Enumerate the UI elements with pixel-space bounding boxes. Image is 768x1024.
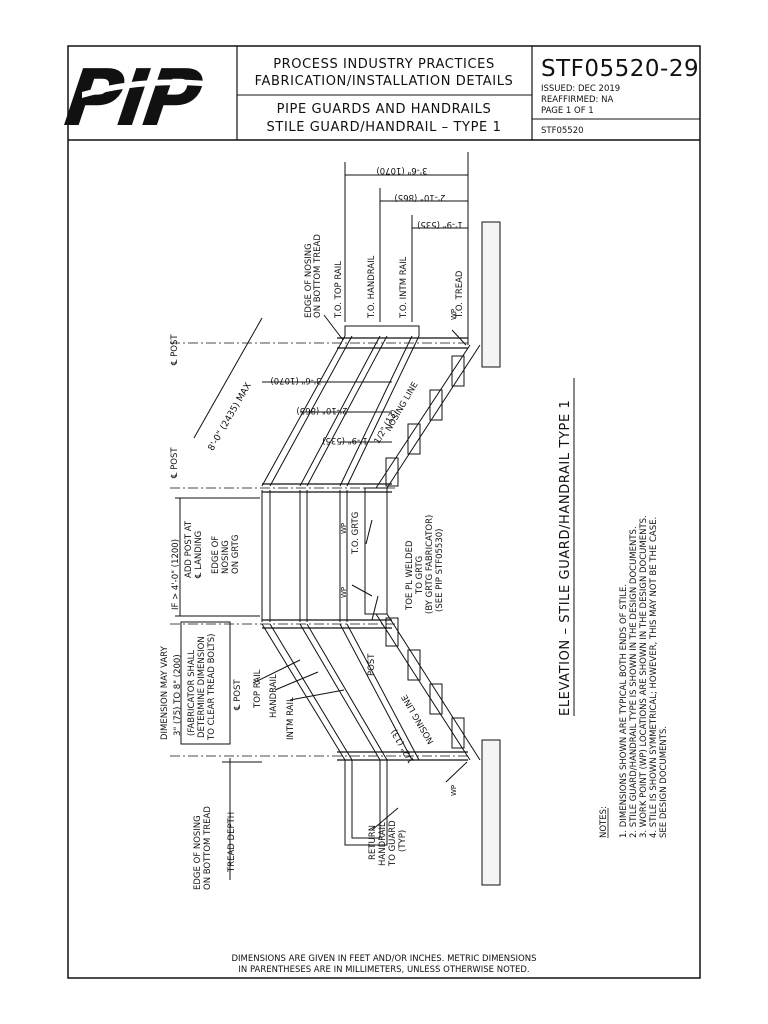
lower-concrete-pad [481, 739, 501, 886]
nosing-bottom-label: NOSING LINE [400, 692, 436, 745]
file-ref: STF05520 [541, 126, 584, 136]
sheet-border [67, 45, 701, 979]
edge-nosing-upper-1: EDGE OF NOSING [304, 243, 314, 318]
return-note-2: HANDRAIL [378, 822, 388, 866]
drawing-annotations: 3'-6" (1070) 2'-10" (865) 1'-9" (535) ED… [160, 165, 669, 890]
edge-grtg-1: EDGE OF [211, 536, 221, 574]
upper-dim-top-rail: 3'-6" (1070) [376, 165, 427, 175]
org-line2: FABRICATION/INSTALLATION DETAILS [255, 74, 514, 89]
mid-dim-top-rail: 3'-6" (1070) [270, 375, 321, 385]
org-line1: PROCESS INDUSTRY PRACTICES [273, 57, 495, 72]
issued-date: ISSUED: DEC 2019 [541, 84, 620, 94]
edge-grtg-3: ON GRTG [231, 535, 241, 574]
elevation-title: ELEVATION – STILE GUARD/HANDRAIL TYPE 1 [558, 400, 573, 716]
logo-text: PIP [60, 53, 208, 144]
notes-heading: NOTES: [599, 806, 609, 838]
upper-dim-intm-rail: 1'-9" (535) [417, 219, 463, 229]
label-to-intm-rail: T.O. INTM RAIL [399, 256, 409, 319]
doc-number: STF05520-29 [541, 56, 699, 82]
wp-bottom-label: WP [450, 785, 458, 796]
label-top-rail: TOP RAIL [253, 669, 263, 709]
edge-bottom-2: ON BOTTOM TREAD [203, 806, 213, 890]
title-line2: STILE GUARD/HANDRAIL – TYPE 1 [267, 120, 502, 135]
pip-logo: PIP [60, 53, 232, 144]
dim-vary-2: 3" (75) TO 8" (200) [173, 654, 183, 736]
nosing-top-label: NOSING LINE [384, 380, 420, 433]
dim-vary-5: TO CLEAR TREAD BOLTS) [207, 634, 217, 741]
cl-post-2: ℄ POST [170, 447, 180, 479]
wp-mid-2: WP [340, 587, 348, 598]
dim-vary-1: DIMENSION MAY VARY [160, 645, 170, 740]
footer-line2: IN PARENTHESES ARE IN MILLIMETERS, UNLES… [238, 965, 529, 975]
logo-swoosh [82, 79, 232, 98]
toe-pl-3: (BY GRTG FABRICATOR) [425, 515, 435, 614]
label-to-top-rail: T.O. TOP RAIL [334, 261, 344, 319]
return-note-1: RETURN [368, 825, 378, 860]
note-4-cont: SEE DESIGN DOCUMENTS. [659, 726, 669, 838]
edge-bottom-1: EDGE OF NOSING [193, 815, 203, 890]
wp-upper-label: WP [450, 309, 458, 320]
toe-pl-4: (SEE PIP STF05530) [435, 529, 445, 612]
landing-note-2: ADD POST AT [184, 520, 194, 578]
edge-nosing-upper-2: ON BOTTOM TREAD [313, 234, 323, 318]
return-note-4: (TYP) [398, 830, 408, 852]
mid-dim-intm-rail: 1'-9" (535) [322, 435, 368, 445]
nosing-bottom-dim: 1/2" (13) [390, 727, 418, 765]
title-line1: PIPE GUARDS AND HANDRAILS [277, 102, 492, 117]
wp-mid-1: WP [340, 523, 348, 534]
note-3: 3. WORK POINT (WP) LOCATIONS ARE SHOWN I… [639, 515, 649, 838]
mid-dim-handrail: 2'-10" (865) [296, 405, 347, 415]
footer-line1: DIMENSIONS ARE GIVEN IN FEET AND/OR INCH… [231, 954, 536, 964]
cl-post-1: ℄ POST [170, 334, 180, 366]
reaffirmed: REAFFIRMED: NA [541, 95, 613, 105]
landing-note-3: ℄ LANDING [194, 531, 204, 579]
edge-grtg-2: NOSING [221, 540, 231, 574]
stile-geometry [170, 152, 501, 886]
label-post: POST [367, 653, 377, 676]
dim-vary-3: (FABRICATOR SHALL [187, 650, 197, 736]
toe-pl-1: TOE PL WELDED [405, 540, 415, 611]
upper-concrete-pad [481, 221, 501, 368]
treads [385, 355, 465, 749]
note-2: 2. STILE GUARD/HANDRAIL TYPE IS SHOWN IN… [629, 526, 639, 838]
page-count: PAGE 1 OF 1 [541, 106, 594, 116]
landing-note-1: IF > 4'-0" (1200) [171, 539, 181, 610]
return-note-3: TO GUARD [388, 820, 398, 867]
dim-vary-4: DETERMINE DIMENSION [197, 636, 207, 738]
cl-post-3: ℄ POST [233, 679, 243, 711]
label-intm-rail: INTM RAIL [286, 697, 296, 740]
toe-pl-2: TO GRTG [415, 556, 425, 595]
landing-grating [364, 487, 388, 615]
label-to-tread: T.O. TREAD [455, 270, 465, 319]
label-to-handrail: T.O. HANDRAIL [367, 255, 377, 319]
tread-depth-label: TREAD DEPTH [227, 812, 237, 873]
to-grtg-label: T.O. GRTG [351, 512, 361, 555]
max-dim-label: 8'-0" (2435) MAX [207, 381, 254, 453]
note-4: 4. STILE IS SHOWN SYMMETRICAL; HOWEVER, … [649, 517, 659, 838]
upper-dim-handrail: 2'-10" (865) [394, 192, 445, 202]
label-handrail: HANDRAIL [269, 674, 279, 718]
note-1: 1. DIMENSIONS SHOWN ARE TYPICAL BOTH END… [619, 584, 629, 838]
